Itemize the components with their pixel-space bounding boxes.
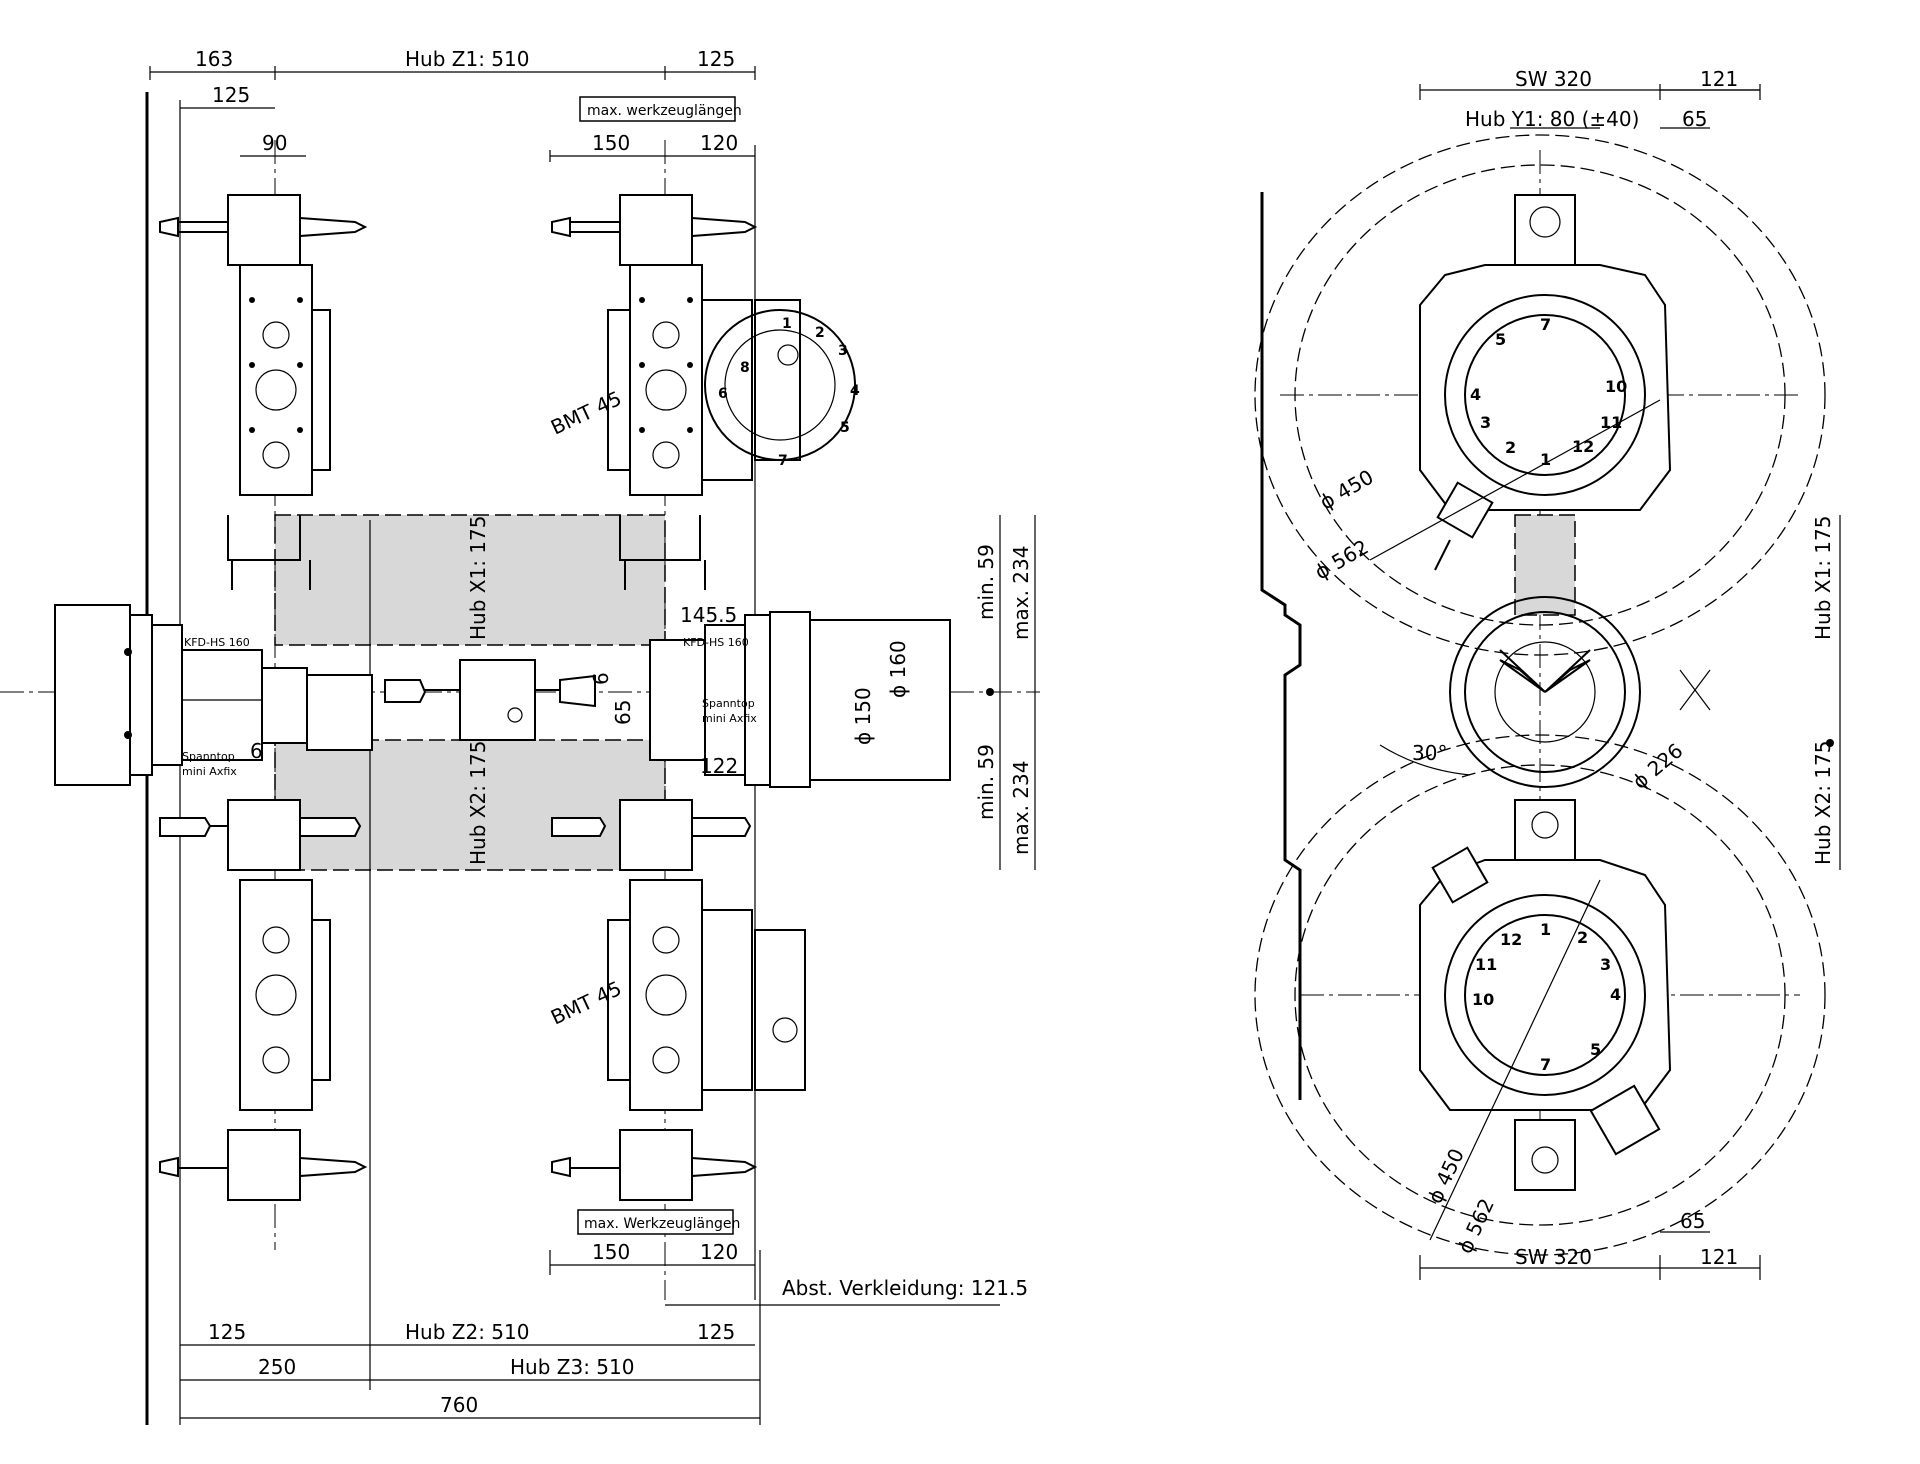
note-max-werkzeuglaengen-top bbox=[579, 96, 736, 122]
dim-sw-320-top: SW 320 bbox=[1515, 67, 1592, 91]
note-max-werkzeuglaengen-bottom bbox=[577, 1209, 734, 1235]
dim-6-left: 6 bbox=[250, 739, 263, 763]
dim-65: 65 bbox=[611, 700, 635, 725]
turret-top: 1 2 3 4 5 7 10 11 12 bbox=[1419, 194, 1672, 571]
label-kfd-right: KFD-HS 160 bbox=[683, 636, 749, 649]
turret-bottom-number-5: 5 bbox=[1590, 1040, 1601, 1059]
disc-number-8: 8 bbox=[740, 360, 750, 376]
label-hub-x2-right: Hub X2: 175 bbox=[1811, 741, 1835, 865]
turret-top-number-10: 10 bbox=[1605, 377, 1627, 396]
label-hub-x1: Hub X1: 175 bbox=[466, 516, 490, 640]
dim-150-bottom: 150 bbox=[592, 1240, 630, 1264]
disc-number-group: 1 2 3 4 5 6 7 8 bbox=[718, 316, 860, 469]
dim-65-top: 65 bbox=[1682, 107, 1707, 131]
disc-number-3: 3 bbox=[838, 343, 848, 359]
dim-sw-320-bottom: SW 320 bbox=[1515, 1245, 1592, 1269]
tool-block-bottom-left bbox=[159, 799, 368, 1201]
turret-bottom-number-12: 12 bbox=[1500, 930, 1522, 949]
label-spanntop-left-2: mini Axfix bbox=[182, 765, 237, 778]
travel-zone-x2 bbox=[274, 739, 666, 871]
dim-125-bottom-left: 125 bbox=[208, 1320, 246, 1344]
label-spanntop-left-1: Spanntop bbox=[182, 750, 235, 763]
turret-top-number-11: 11 bbox=[1600, 413, 1622, 432]
dim-145-5: 145.5 bbox=[680, 603, 737, 627]
turret-bottom-number-4: 4 bbox=[1610, 985, 1621, 1004]
left-view: 163 Hub Z1: 510 125 125 90 max. werkzeug… bbox=[0, 47, 1040, 1425]
dim-max-234-top: max. 234 bbox=[1009, 546, 1033, 640]
dim-30-deg: 30° bbox=[1412, 741, 1447, 765]
label-hub-x2: Hub X2: 175 bbox=[466, 741, 490, 865]
turret-bottom-number-7: 7 bbox=[1540, 1055, 1551, 1074]
turret-top-number-7: 7 bbox=[1540, 315, 1551, 334]
left-chuck bbox=[54, 604, 373, 786]
dim-abst-verkleidung: Abst. Verkleidung: 121.5 bbox=[782, 1276, 1028, 1300]
dim-125-top-left: 125 bbox=[212, 83, 250, 107]
middle-chuck bbox=[1449, 596, 1711, 788]
dim-dia-150: ϕ 150 bbox=[851, 687, 875, 745]
note-bottom-text: max. Werkzeuglängen bbox=[584, 1216, 740, 1232]
disc-number-6: 6 bbox=[718, 386, 728, 402]
dim-121-top: 121 bbox=[1700, 67, 1738, 91]
turret-top-number-3: 3 bbox=[1480, 413, 1491, 432]
turret-bottom-number-3: 3 bbox=[1600, 955, 1611, 974]
dim-121-bottom: 121 bbox=[1700, 1245, 1738, 1269]
dim-120-bottom: 120 bbox=[700, 1240, 738, 1264]
turret-top-number-2: 2 bbox=[1505, 438, 1516, 457]
turret-top-number-1: 1 bbox=[1540, 450, 1551, 469]
tool-block-top-left bbox=[159, 194, 368, 590]
dim-dia-450-bottom: ϕ 450 bbox=[1423, 1145, 1469, 1207]
right-view: SW 320 121 Hub Y1: 80 (±40) 65 1 2 3 4 5… bbox=[1254, 67, 1841, 1280]
label-spanntop-right-1: Spanntop bbox=[702, 697, 755, 710]
disc-number-1: 1 bbox=[782, 316, 792, 332]
dim-hub-y1: Hub Y1: 80 (±40) bbox=[1465, 107, 1639, 131]
dim-dia-562-bottom: ϕ 562 bbox=[1453, 1195, 1499, 1257]
disc-number-2: 2 bbox=[815, 325, 825, 341]
dim-min-59-bottom: min. 59 bbox=[974, 744, 998, 820]
turret-bottom-number-11: 11 bbox=[1475, 955, 1497, 974]
dim-90: 90 bbox=[262, 131, 287, 155]
turret-top-number-5: 5 bbox=[1495, 330, 1506, 349]
label-hub-x1-right: Hub X1: 175 bbox=[1811, 516, 1835, 640]
dim-163: 163 bbox=[195, 47, 233, 71]
tool-block-top-right bbox=[551, 194, 856, 590]
dim-760: 760 bbox=[440, 1393, 478, 1417]
dim-250: 250 bbox=[258, 1355, 296, 1379]
center-workpiece bbox=[384, 659, 596, 741]
disc-number-4: 4 bbox=[850, 383, 860, 399]
turret-bottom-number-10: 10 bbox=[1472, 990, 1494, 1009]
dim-6-center: 6 bbox=[589, 672, 613, 685]
dim-125-top-right: 125 bbox=[697, 47, 735, 71]
disc-number-7: 7 bbox=[778, 453, 788, 469]
dim-dia-226: ϕ 226 bbox=[1628, 738, 1688, 793]
turret-bottom: 1 2 3 4 5 7 10 11 12 bbox=[1419, 799, 1672, 1191]
turret-bottom-number-1: 1 bbox=[1540, 920, 1551, 939]
turret-bottom-number-2: 2 bbox=[1577, 928, 1588, 947]
dim-max-234-bottom: max. 234 bbox=[1009, 761, 1033, 855]
note-top-text: max. werkzeuglängen bbox=[587, 103, 742, 119]
dim-125-bottom-right: 125 bbox=[697, 1320, 735, 1344]
label-kfd-left: KFD-HS 160 bbox=[184, 636, 250, 649]
dim-dia-562-top: ϕ 562 bbox=[1311, 535, 1373, 585]
dim-65-bottom: 65 bbox=[1680, 1209, 1705, 1233]
dim-min-59-top: min. 59 bbox=[974, 544, 998, 620]
dim-hub-z1: Hub Z1: 510 bbox=[405, 47, 529, 71]
label-spanntop-right-2: mini Axfix bbox=[702, 712, 757, 725]
dim-hub-z3: Hub Z3: 510 bbox=[510, 1355, 634, 1379]
dim-150-top: 150 bbox=[592, 131, 630, 155]
dim-dia-450-top: ϕ 450 bbox=[1316, 465, 1378, 515]
right-chuck bbox=[649, 611, 951, 788]
dim-120-top: 120 bbox=[700, 131, 738, 155]
disc-number-5: 5 bbox=[840, 420, 850, 436]
dim-122: 122 bbox=[700, 754, 738, 778]
turret-top-number-12: 12 bbox=[1572, 437, 1594, 456]
dim-dia-160: ϕ 160 bbox=[886, 640, 910, 698]
dim-hub-z2: Hub Z2: 510 bbox=[405, 1320, 529, 1344]
turret-top-number-4: 4 bbox=[1470, 385, 1481, 404]
tool-block-bottom-right bbox=[551, 799, 806, 1201]
